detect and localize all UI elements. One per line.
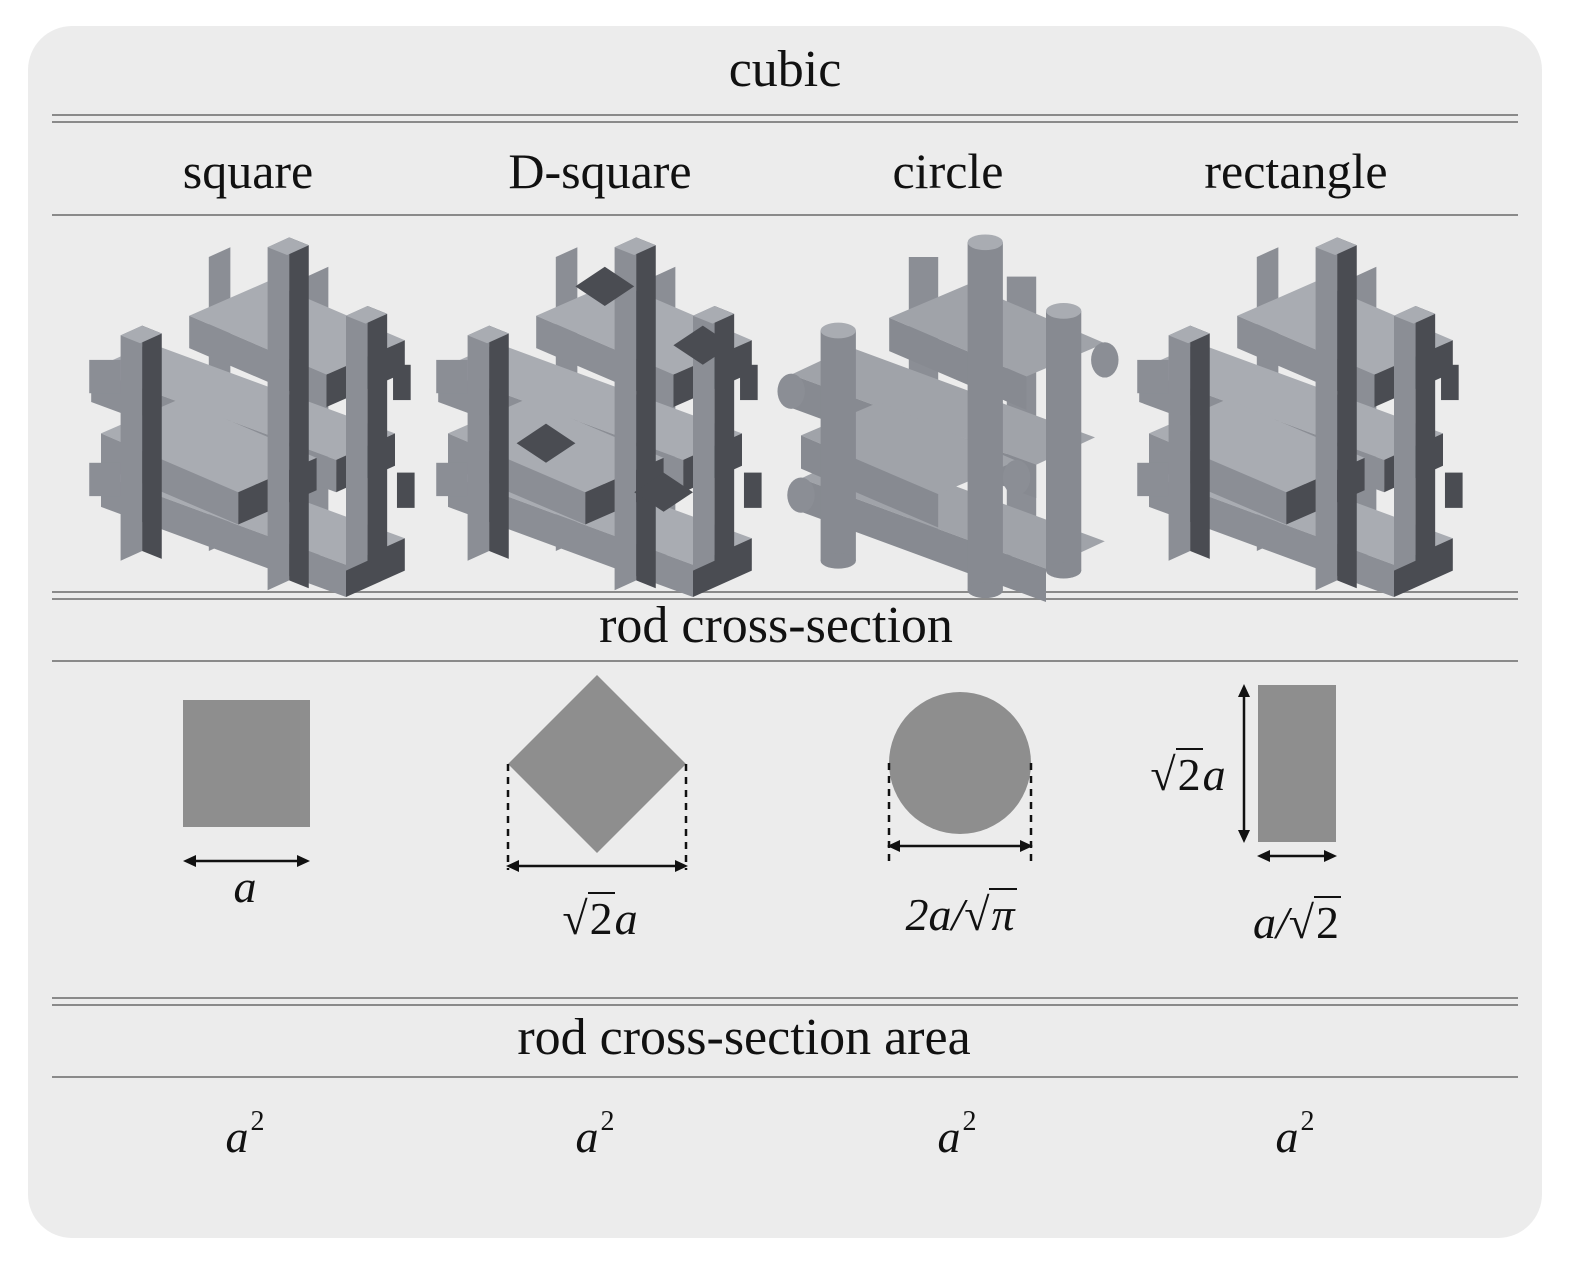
lattice-square bbox=[89, 237, 415, 598]
dim-rect-h-coef: 2 bbox=[1175, 748, 1203, 800]
cross-section-circle bbox=[889, 692, 1031, 834]
figure-title: cubic bbox=[728, 41, 842, 98]
sqrt-sign: √ bbox=[964, 889, 990, 940]
area-square: a2 bbox=[190, 1108, 300, 1160]
area-base: a bbox=[937, 1111, 961, 1162]
dim-label-circle: 2a/√π bbox=[866, 888, 1056, 938]
dim-rect-h-var: a bbox=[1202, 749, 1226, 800]
title-rule-double-bottom bbox=[52, 121, 1518, 123]
area-base: a bbox=[225, 1111, 249, 1162]
cross-section-dsquare bbox=[508, 675, 686, 853]
sqrt-sign: √ bbox=[1150, 749, 1176, 800]
area-dsquare: a2 bbox=[540, 1108, 650, 1160]
dim-rect-w-pre: a/ bbox=[1252, 897, 1289, 948]
sqrt-sign: √ bbox=[1288, 897, 1315, 948]
lattice-circle bbox=[777, 234, 1119, 602]
area-rule-double-bottom bbox=[52, 1004, 1518, 1006]
area-header-rule bbox=[52, 1076, 1518, 1078]
dim-square-var: a bbox=[233, 861, 257, 912]
figure-panel bbox=[28, 26, 1542, 1238]
column-label-rectangle: rectangle bbox=[1204, 143, 1388, 199]
area-base: a bbox=[1275, 1111, 1299, 1162]
area-rule-double-top bbox=[52, 997, 1518, 999]
dim-label-square: a bbox=[205, 864, 285, 910]
dim-label-rect-width: a/√2 bbox=[1222, 896, 1372, 946]
cross-section-rule-double-top bbox=[52, 591, 1518, 593]
dim-circle-pre: 2a/ bbox=[905, 889, 965, 940]
lattice-dsquare bbox=[436, 237, 762, 598]
dim-label-dsquare: √2a bbox=[530, 892, 670, 942]
column-label-circle: circle bbox=[892, 143, 1004, 199]
dim-circle-rad: π bbox=[989, 888, 1017, 940]
column-label-dsquare: D-square bbox=[508, 143, 692, 199]
column-header-rule bbox=[52, 214, 1518, 216]
lattice-rectangle bbox=[1137, 237, 1463, 598]
area-rectangle: a2 bbox=[1240, 1108, 1350, 1160]
cross-section-square bbox=[183, 700, 310, 827]
area-heading: rod cross-section area bbox=[517, 1009, 971, 1066]
dim-label-rect-height: √2a bbox=[1128, 748, 1248, 798]
dim-dsquare-coef: 2 bbox=[587, 892, 615, 944]
area-circle: a2 bbox=[902, 1108, 1012, 1160]
column-label-square: square bbox=[182, 143, 314, 199]
dim-rect-w-rad: 2 bbox=[1314, 896, 1342, 948]
cross-section-rule-double-bottom bbox=[52, 598, 1518, 600]
area-exp: 2 bbox=[962, 1106, 977, 1137]
cross-section-heading: rod cross-section bbox=[599, 597, 953, 654]
area-exp: 2 bbox=[1300, 1106, 1315, 1137]
area-base: a bbox=[575, 1111, 599, 1162]
area-exp: 2 bbox=[600, 1106, 615, 1137]
cross-section-rectangle bbox=[1258, 685, 1336, 842]
title-rule-double-top bbox=[52, 114, 1518, 116]
cross-section-header-rule bbox=[52, 660, 1518, 662]
sqrt-sign: √ bbox=[562, 893, 588, 944]
dim-dsquare-var: a bbox=[614, 893, 638, 944]
area-exp: 2 bbox=[250, 1106, 265, 1137]
